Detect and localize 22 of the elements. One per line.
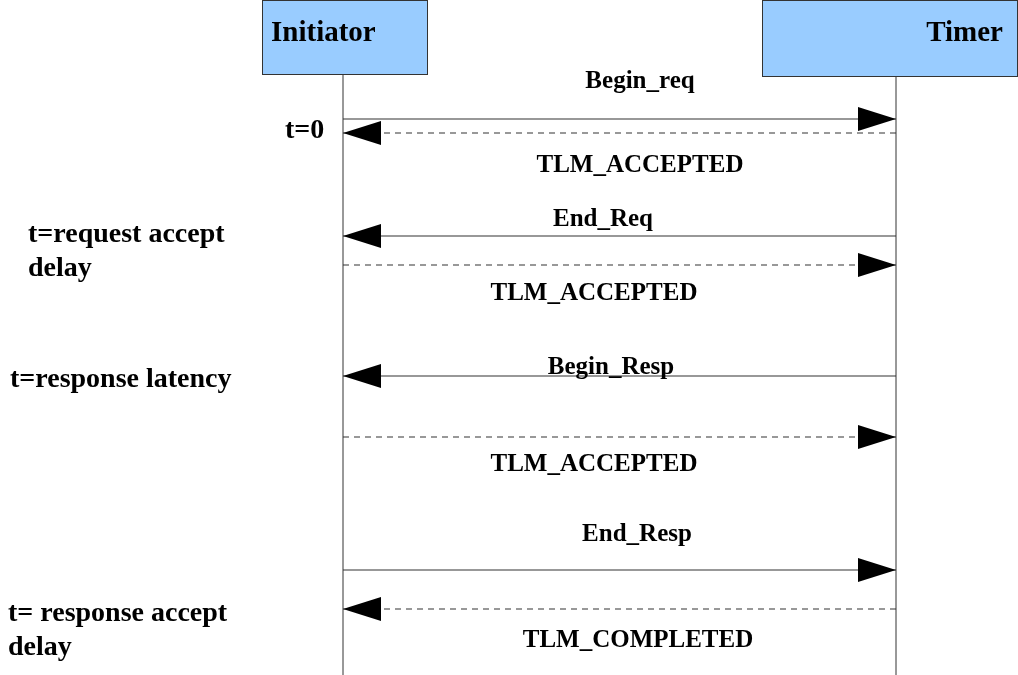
message-label: End_Req bbox=[553, 204, 653, 232]
message-label: TLM_COMPLETED bbox=[522, 625, 754, 653]
message-arrow bbox=[342, 253, 897, 277]
time-note: t=request accept delay bbox=[28, 216, 226, 284]
participant-box: Initiator bbox=[262, 0, 428, 75]
time-note: t=0 bbox=[285, 112, 326, 146]
time-note: t= response accept delay bbox=[8, 595, 229, 663]
time-note: t=response latency bbox=[10, 361, 233, 395]
message-label: TLM_ACCEPTED bbox=[536, 150, 744, 178]
message-arrow bbox=[342, 597, 897, 621]
message-arrow bbox=[342, 121, 897, 145]
message-label: Begin_req bbox=[585, 66, 695, 94]
message-arrow bbox=[342, 224, 897, 248]
message-label: End_Resp bbox=[582, 519, 692, 547]
message-arrow bbox=[342, 425, 897, 449]
message-label: Begin_Resp bbox=[547, 352, 675, 380]
message-arrow bbox=[342, 107, 897, 131]
message-arrow bbox=[342, 364, 897, 388]
message-label: TLM_ACCEPTED bbox=[490, 449, 698, 477]
participant-box: Timer bbox=[762, 0, 1018, 77]
message-arrow bbox=[342, 558, 897, 582]
message-label: TLM_ACCEPTED bbox=[490, 278, 698, 306]
